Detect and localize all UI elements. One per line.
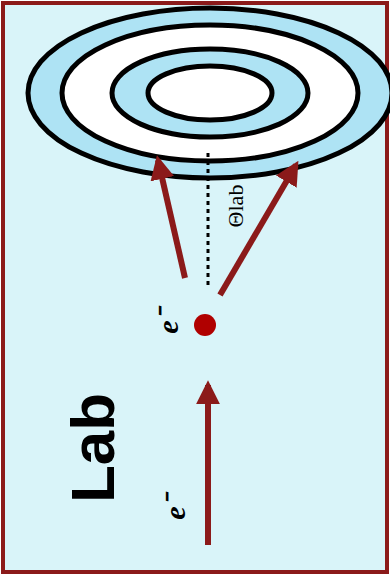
frame-title: Lab: [62, 393, 124, 503]
axis-line: [207, 150, 210, 285]
angle-label: Θlab: [225, 185, 247, 228]
inner-ring: [112, 49, 308, 137]
ring: [62, 25, 358, 161]
particle-label: e⁻: [153, 310, 183, 333]
outer-ring: [28, 8, 390, 178]
electron: [194, 314, 216, 336]
incoming-arrow: [205, 385, 211, 545]
center-ring: [148, 66, 272, 120]
panel: [3, 3, 387, 572]
particle-label: e⁻: [160, 496, 190, 519]
scattered-arrow: [158, 160, 185, 278]
scattered-arrow: [220, 165, 296, 295]
